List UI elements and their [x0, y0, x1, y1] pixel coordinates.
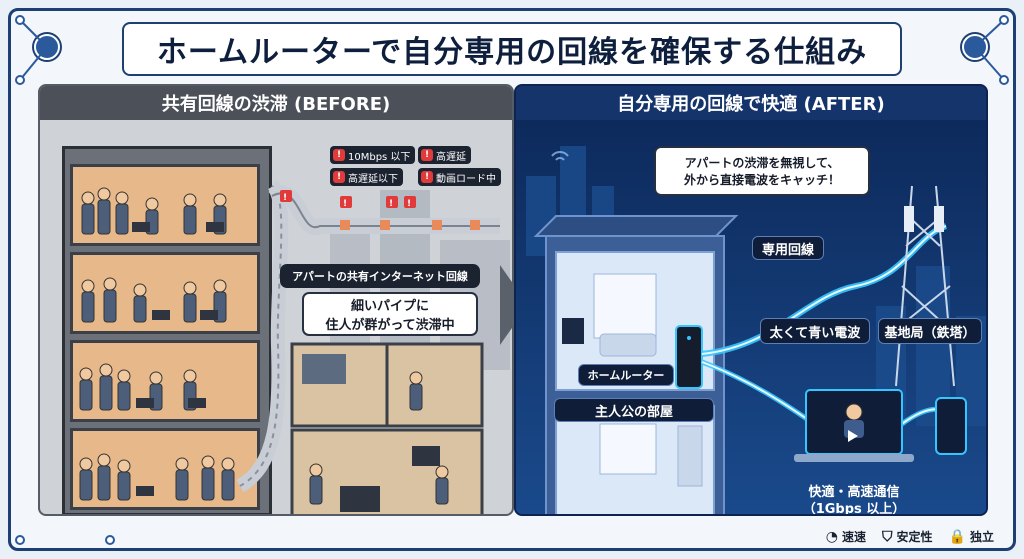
svg-text:!: !	[283, 193, 287, 203]
svg-text:!: !	[407, 199, 411, 209]
alert-tag-speed: ! 10Mbps 以下	[330, 146, 416, 164]
after-panel: 自分専用の回線で快適 (AFTER)	[514, 84, 988, 516]
before-panel: 共有回線の渋滞 (BEFORE)	[38, 84, 514, 516]
alert-icon: !	[421, 171, 433, 183]
direct-signal-bubble: アパートの渋滞を無視して、 外から直接電波をキャッチ！	[654, 146, 870, 196]
my-room-label: 主人公の部屋	[554, 398, 714, 422]
alert-tag-latency-low: ! 高遅延以下	[330, 168, 403, 186]
fast-connection-label: 快適・高速通信 （1Gbps 以上）	[802, 484, 906, 516]
alert-icon: !	[421, 149, 433, 161]
alert-icon: !	[333, 171, 345, 183]
home-router-label: ホームルーター	[578, 364, 674, 386]
legend: ◔ 速速 ⛉ 安定性 🔒 独立	[826, 528, 994, 545]
floor-2	[70, 340, 260, 422]
shield-icon: ⛉	[882, 528, 893, 545]
thick-wave-label: 太くて青い電波	[760, 318, 870, 344]
before-header: 共有回線の渋滞 (BEFORE)	[40, 86, 512, 120]
shared-line-label: アパートの共有インターネット回線	[280, 264, 480, 288]
residents: !!!!	[79, 179, 500, 514]
dedicated-line-label: 専用回線	[752, 236, 824, 260]
speedometer-icon: ◔	[825, 528, 839, 545]
congestion-callout: 細いパイプに 住人が群がって渋滞中	[302, 292, 478, 336]
lock-icon: 🔒	[948, 528, 966, 545]
alert-tag-video-loading: ! 動画ロード中	[418, 168, 501, 186]
title-banner: ホームルーターで自分専用の回線を確保する仕組み	[122, 22, 902, 76]
base-station-label: 基地局（鉄塔）	[878, 318, 982, 344]
legend-speed: ◔ 速速	[825, 528, 867, 545]
floor-3	[70, 252, 260, 334]
svg-text:!: !	[343, 199, 347, 209]
page-title: ホームルーターで自分専用の回線を確保する仕組み	[156, 35, 868, 70]
alert-tag-latency: ! 高遅延	[418, 146, 471, 164]
after-header: 自分専用の回線で快適 (AFTER)	[516, 86, 986, 120]
legend-stability: ⛉ 安定性	[882, 528, 933, 545]
svg-text:!: !	[389, 199, 393, 209]
alert-icon: !	[333, 149, 345, 161]
legend-independent: 🔒 独立	[948, 528, 994, 545]
